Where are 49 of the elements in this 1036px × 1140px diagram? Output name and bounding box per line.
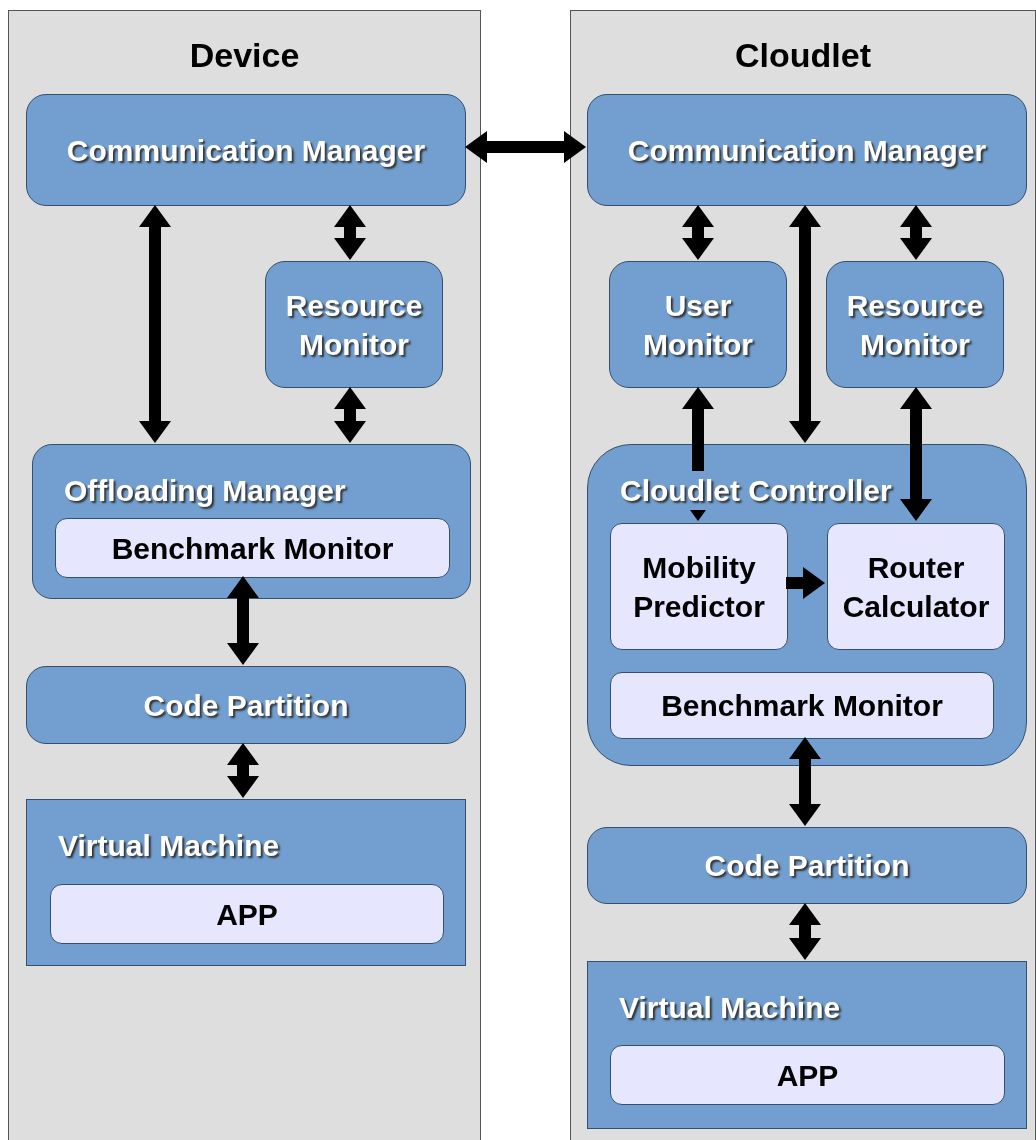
module-box — [587, 94, 1027, 206]
module-box — [26, 666, 466, 744]
module-box — [26, 94, 466, 206]
arrow — [334, 387, 366, 443]
submodule-box — [610, 672, 994, 739]
box-label: Benchmark Monitor — [661, 688, 943, 724]
arrow — [789, 737, 821, 826]
box-label: Router Calculator — [841, 549, 991, 625]
arrow — [334, 205, 366, 260]
module-box — [609, 261, 787, 388]
box-label: Resource Monitor — [845, 287, 985, 363]
box-label: Code Partition — [704, 848, 910, 884]
submodule-box — [55, 518, 450, 578]
module-box — [265, 261, 443, 388]
panel-title: Cloudlet — [735, 35, 871, 76]
box-label: Mobility Predictor — [632, 549, 766, 625]
submodule-box — [827, 523, 1005, 650]
panel — [570, 10, 1036, 1140]
module-box — [826, 261, 1004, 388]
module-box — [32, 444, 471, 599]
arrow — [786, 567, 825, 599]
arrow — [789, 903, 821, 960]
arrow — [465, 131, 586, 163]
arrow — [227, 743, 259, 798]
box-label: APP — [216, 896, 278, 933]
arrow — [139, 205, 171, 443]
module-box — [587, 827, 1027, 904]
machine-box — [26, 799, 466, 966]
arrow — [900, 205, 932, 260]
arrow — [789, 205, 821, 443]
controller-box — [587, 444, 1027, 766]
arrow — [682, 387, 714, 521]
box-heading: Cloudlet Controller — [618, 471, 894, 510]
submodule-box — [610, 1045, 1005, 1105]
submodule-box — [50, 884, 444, 944]
box-label: Benchmark Monitor — [111, 530, 394, 567]
box-label: Communication Manager — [66, 132, 426, 169]
machine-box — [587, 961, 1027, 1129]
panel-title: Device — [189, 35, 300, 76]
box-label: Communication Manager — [627, 132, 987, 169]
box-label: Resource Monitor — [284, 287, 424, 363]
box-label: APP — [776, 1057, 839, 1094]
submodule-box — [610, 523, 788, 650]
arrow — [900, 387, 932, 521]
arrow — [682, 205, 714, 260]
box-label: Code Partition — [143, 687, 349, 724]
arrow — [227, 576, 259, 665]
box-label: User Monitor — [642, 287, 754, 363]
panel — [8, 10, 481, 1140]
